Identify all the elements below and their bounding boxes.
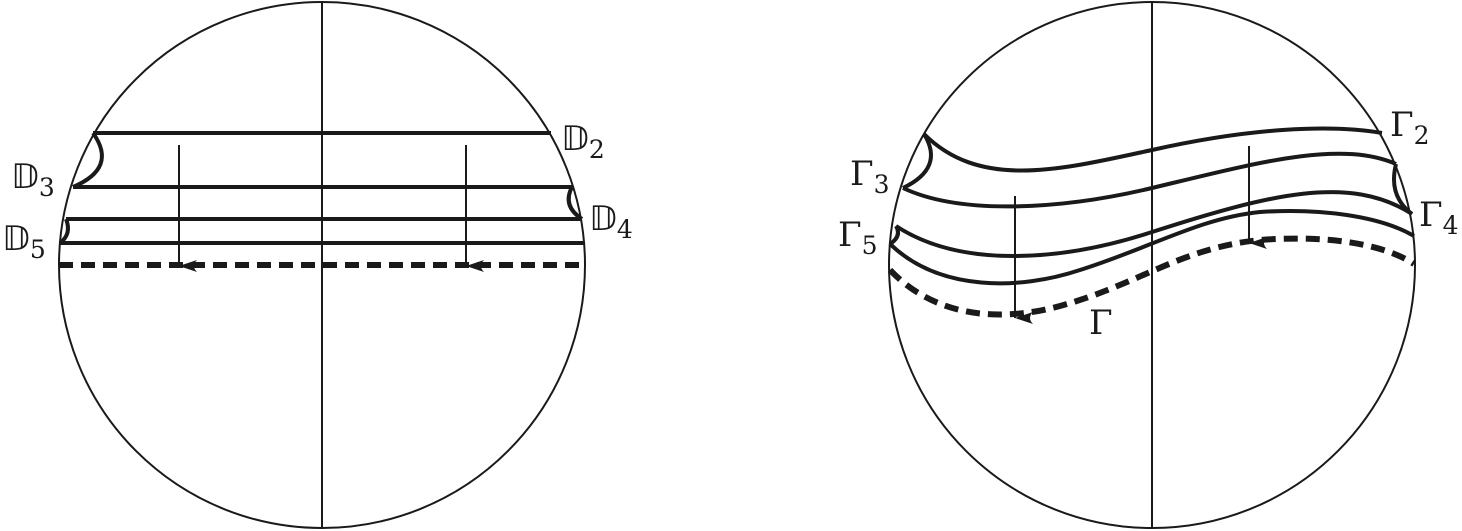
right-cusp-g3-g4 bbox=[1392, 163, 1414, 216]
right-curve-g4 bbox=[894, 190, 1414, 258]
label-g3: Γ3 bbox=[850, 154, 890, 199]
left-disk-figure: 𝔻2 𝔻3 𝔻4 𝔻5 bbox=[2, 1, 633, 529]
right-cusp-g4-g5 bbox=[888, 224, 900, 246]
right-disk-figure: Γ2 Γ3 Γ4 Γ5 Γ bbox=[838, 1, 1459, 529]
label-d2: 𝔻2 bbox=[561, 119, 605, 164]
label-d4: 𝔻4 bbox=[589, 199, 633, 244]
left-cusp-d4-d5 bbox=[58, 218, 70, 245]
label-g5: Γ5 bbox=[838, 215, 878, 260]
right-cusp-g2-g3 bbox=[902, 132, 933, 190]
right-curve-g3 bbox=[902, 151, 1397, 209]
right-curve-g2 bbox=[922, 126, 1383, 173]
left-cusp-d2-d3 bbox=[72, 131, 104, 189]
label-gamma: Γ bbox=[1089, 303, 1113, 343]
label-d5: 𝔻5 bbox=[2, 219, 46, 264]
label-g4: Γ4 bbox=[1419, 195, 1459, 240]
label-d3: 𝔻3 bbox=[11, 157, 55, 202]
right-limit-dashed bbox=[887, 235, 1416, 318]
left-cusp-d3-d4 bbox=[566, 186, 584, 221]
label-g2: Γ2 bbox=[1390, 105, 1430, 150]
right-curve-g5 bbox=[888, 209, 1416, 286]
